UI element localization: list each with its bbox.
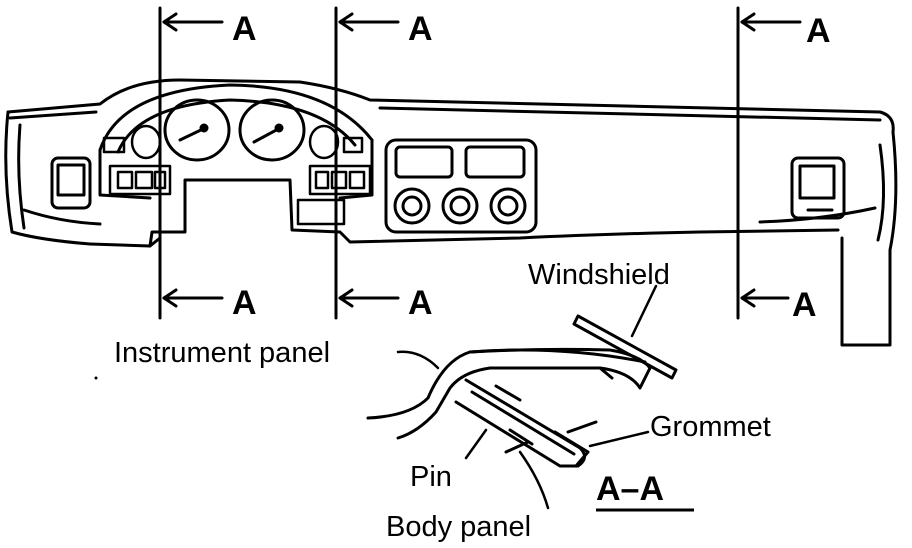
center-vents <box>384 138 538 234</box>
speck <box>94 376 98 380</box>
tachometer-gauge <box>238 98 306 162</box>
instrument-panel-label: Instrument panel <box>114 337 330 369</box>
heater-control-knobs <box>393 187 527 225</box>
speedometer-gauge <box>163 98 231 162</box>
pin-part <box>504 428 534 454</box>
section-mark-top-left: A <box>232 10 257 48</box>
grommet-label: Grommet <box>650 411 771 443</box>
instrument-panel-section <box>366 347 652 440</box>
section-mark-bottom-left: A <box>232 284 257 322</box>
windshield-glass <box>572 314 678 380</box>
body-panel-label: Body panel <box>386 511 531 543</box>
section-cut-lines <box>158 6 740 320</box>
grommet-part <box>553 420 598 468</box>
section-view-title: A–A <box>596 470 664 508</box>
right-switch-panel <box>296 164 372 226</box>
section-mark-top-mid: A <box>408 10 433 48</box>
instrument-panel-drawing <box>4 78 898 347</box>
section-arrows <box>162 12 802 308</box>
section-mark-top-right: A <box>806 12 831 50</box>
meter-cluster-hood <box>98 83 374 200</box>
windshield-label: Windshield <box>528 259 670 291</box>
section-mark-bottom-right: A <box>792 286 817 324</box>
left-side-vent <box>50 156 92 210</box>
section-mark-bottom-mid: A <box>408 284 433 322</box>
right-side-vent <box>790 156 846 220</box>
pin-label: Pin <box>410 461 452 493</box>
callout-leaders <box>396 284 658 510</box>
small-gauges <box>102 124 364 160</box>
